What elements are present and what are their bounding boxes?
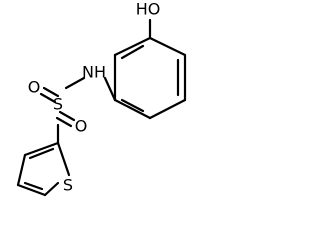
bond-s-o-upper-b [39,92,57,104]
bond-t-s-c2 [56,141,71,177]
structure-canvas: HO NH S O O S [16,0,187,197]
label-amine: NH [82,63,106,82]
phenol-ring [113,36,187,120]
bond-c1-c2 [148,36,187,57]
bond-c3-c4 [148,98,187,120]
label-sulfonyl-sulfur: S [53,95,63,114]
thiophene-ring [16,141,71,197]
molecule-diagram: HO NH S O O S [16,0,187,197]
label-thiophene-sulfur: S [63,176,73,195]
bond-t-c2-c3 [23,141,60,157]
bond-s-o-upper-a [42,86,60,98]
label-hydroxyl: HO [136,0,161,19]
bond-t-c4-c5 [16,183,47,197]
double-bond-thiophene-1 [28,147,55,160]
double-bond-thiophene-2 [23,181,44,191]
label-oxygen-lower: O [75,117,88,136]
bond-c6-c1 [113,36,152,57]
bond-n-ring [103,76,117,102]
bond-s-o-lower-a [58,110,76,122]
bond-s-o-lower-b [55,116,73,128]
bond-c4-c5 [113,98,152,120]
bond-t-c5-s [43,181,60,197]
double-bond-inner-3 [120,44,145,60]
double-bond-inner-2 [120,98,145,113]
label-oxygen-upper: O [28,78,41,97]
bond-n-s [64,76,86,90]
bond-t-c3-c4 [16,153,27,187]
